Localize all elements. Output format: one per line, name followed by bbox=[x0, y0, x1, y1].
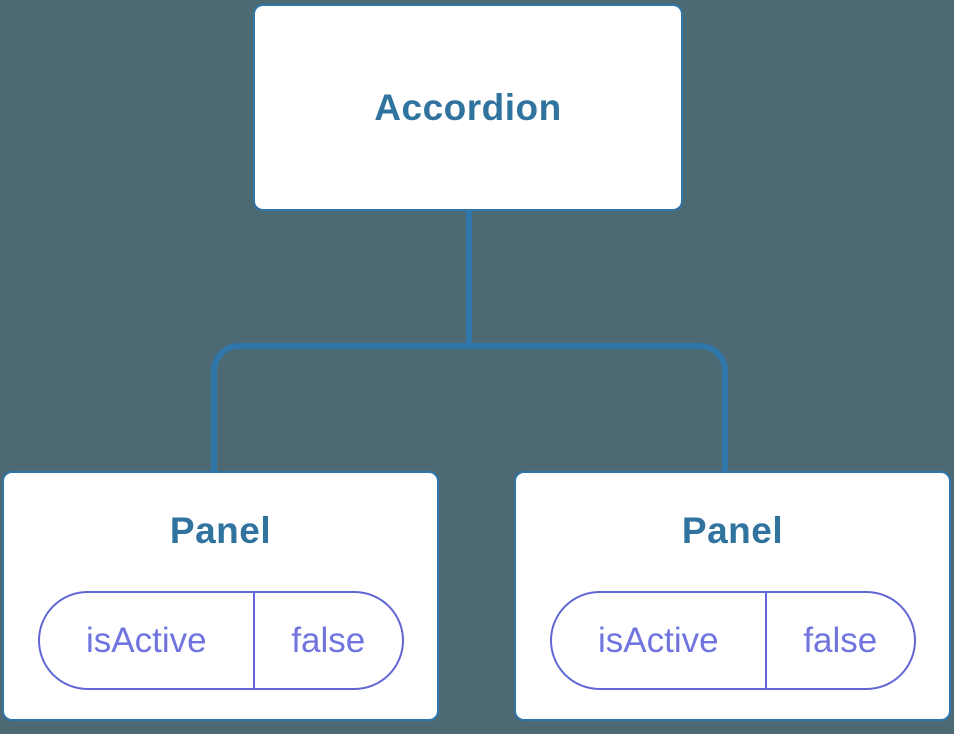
accordion-node: Accordion bbox=[253, 4, 683, 211]
state-pill-value: false bbox=[291, 620, 366, 660]
panel-node-label: Panel bbox=[681, 510, 784, 551]
panel-node-label: Panel bbox=[169, 510, 272, 551]
accordion-node-label: Accordion bbox=[374, 86, 562, 128]
state-pill-key: isActive bbox=[40, 593, 256, 688]
state-pill: isActive false bbox=[37, 591, 404, 690]
state-pill-value: false bbox=[803, 620, 878, 660]
panel-node-right: Panel isActive false bbox=[514, 471, 951, 721]
branch-connector-bracket bbox=[211, 343, 728, 472]
state-pill: isActive false bbox=[549, 591, 916, 690]
root-connector-line bbox=[466, 209, 472, 345]
state-pill-key: isActive bbox=[552, 593, 768, 688]
panel-node-left: Panel isActive false bbox=[2, 471, 439, 721]
